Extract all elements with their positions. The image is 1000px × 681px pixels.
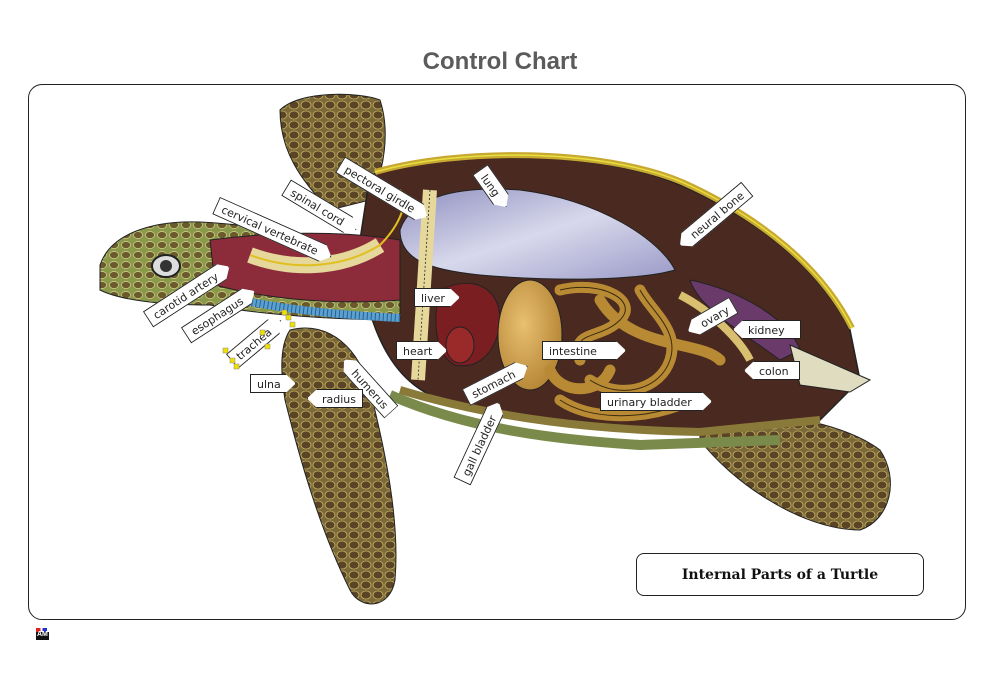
label-intestine: intestine bbox=[542, 341, 626, 360]
label-colon: colon bbox=[744, 361, 800, 380]
label-kidney: kidney bbox=[733, 320, 801, 339]
label-liver: liver bbox=[414, 288, 460, 307]
diagram-frame bbox=[28, 84, 966, 620]
label-heart: heart bbox=[396, 341, 447, 360]
heart bbox=[445, 326, 475, 364]
label-ulna: ulna bbox=[250, 374, 296, 393]
lung bbox=[399, 188, 676, 280]
diagram-caption: Internal Parts of a Turtle bbox=[636, 553, 924, 596]
page-title: Control Chart bbox=[422, 48, 578, 75]
logo-text: AM bbox=[37, 631, 48, 638]
label-radius: radius bbox=[307, 389, 364, 408]
publisher-logo: AM bbox=[36, 628, 49, 640]
label-urinary-bladder: urinary bladder bbox=[600, 392, 712, 411]
selection-handles[interactable] bbox=[220, 300, 300, 370]
ovary bbox=[678, 291, 754, 362]
